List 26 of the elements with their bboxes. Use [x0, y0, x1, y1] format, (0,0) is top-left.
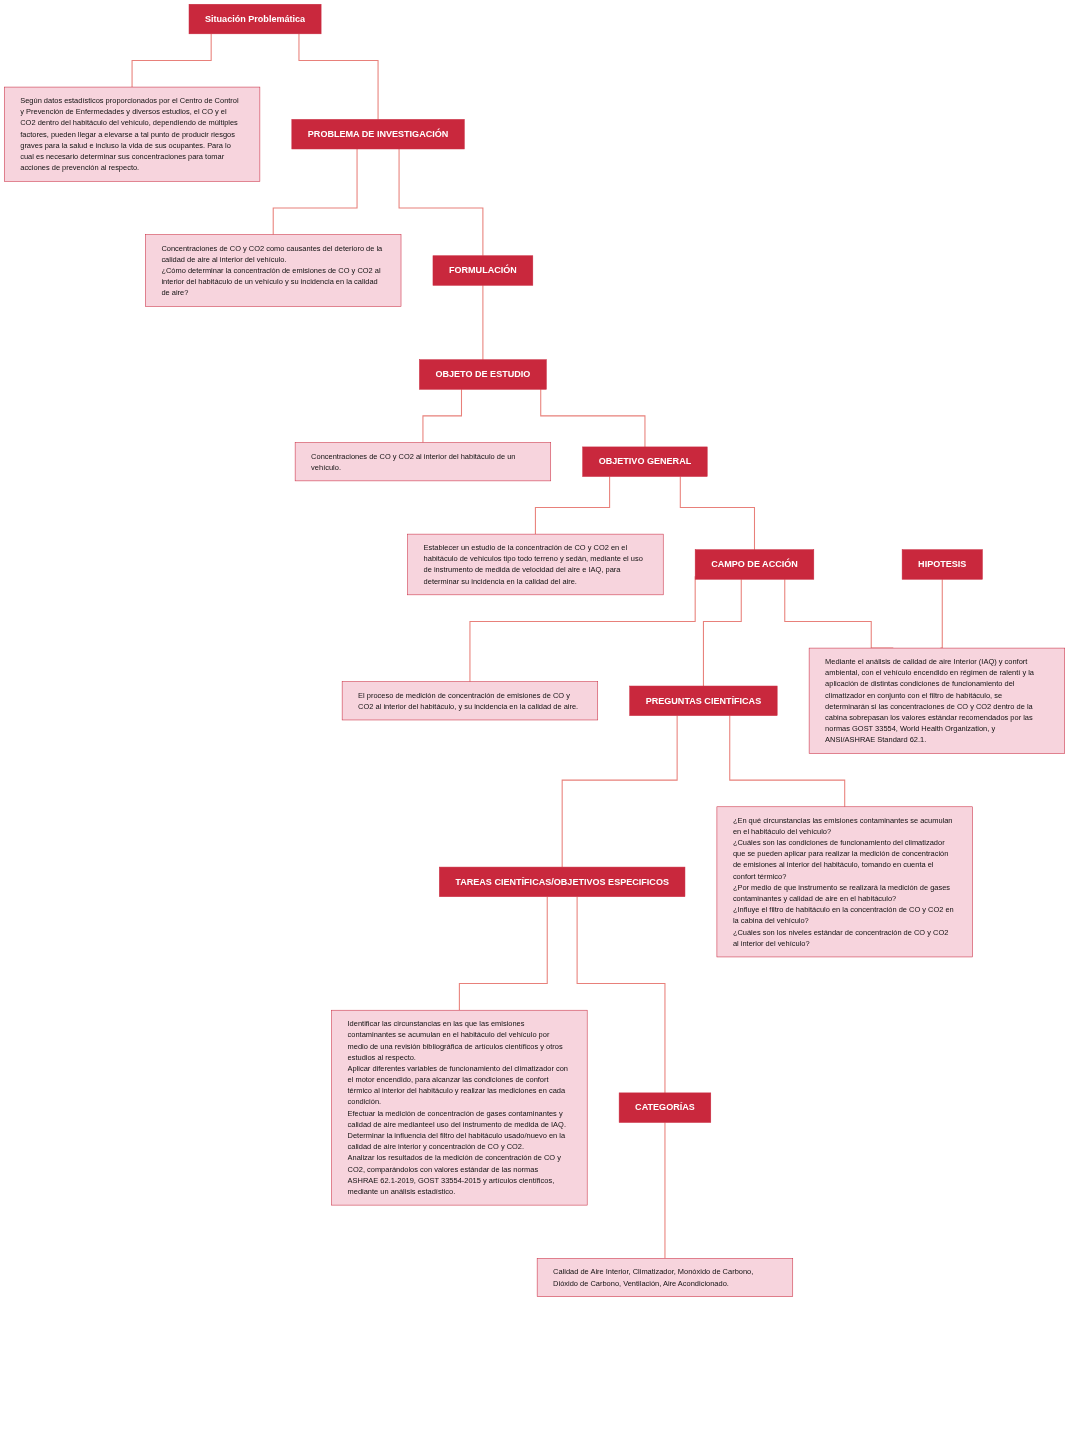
connector: [679, 475, 756, 551]
connector: [272, 148, 358, 236]
connector: [131, 33, 212, 88]
node-box: FORMULACIÓN: [432, 255, 534, 286]
connector: [458, 896, 548, 1011]
connector: [576, 896, 666, 1094]
node-box: PROBLEMA DE INVESTIGACIÓN: [291, 119, 465, 150]
connector: [298, 33, 379, 120]
connector: [398, 148, 484, 257]
connector: [561, 715, 678, 868]
connector: [540, 388, 646, 448]
node-box: CATEGORÍAS: [618, 1092, 712, 1123]
node-box: PREGUNTAS CIENTÍFICAS: [629, 685, 778, 716]
connector: [729, 715, 846, 808]
node-box: OBJETIVO GENERAL: [582, 446, 708, 477]
connector: [534, 475, 611, 535]
connector: [939, 578, 943, 649]
connector: [702, 578, 742, 687]
connector: [664, 1121, 666, 1259]
node-box: Situación Problemática: [188, 4, 322, 35]
connector: [482, 284, 484, 361]
connector: [422, 388, 463, 444]
node-box: TAREAS CIENTÍFICAS/OBJETIVOS ESPECIFICOS: [439, 866, 686, 897]
node-box: HIPOTESIS: [901, 549, 983, 580]
node-box: CAMPO DE ACCIÓN: [694, 549, 815, 580]
node-box: OBJETO DE ESTUDIO: [419, 359, 547, 390]
